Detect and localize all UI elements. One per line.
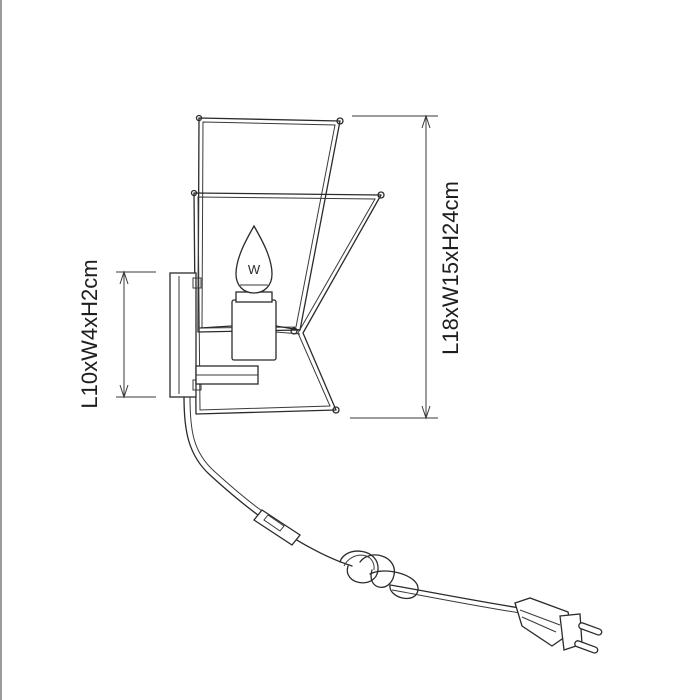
- bulb-wattage-label: W: [248, 262, 261, 277]
- shade-cross-bars: [199, 325, 301, 335]
- candle-bulb: [235, 224, 273, 294]
- power-cord: [183, 396, 521, 614]
- bulb-socket: [231, 291, 277, 361]
- euro-plug: [514, 597, 603, 654]
- shade-dimension-line: [350, 114, 438, 420]
- shade-dimension-label: L18xW15xH24cm: [438, 181, 463, 355]
- lamp-arm: [195, 365, 259, 385]
- backplate-dimension-label: L10xW4xH2cm: [77, 259, 102, 408]
- inline-switch: [253, 509, 301, 546]
- wall-backplate: [169, 272, 202, 398]
- cord-coil: [339, 550, 521, 614]
- backplate-dimension-line: [116, 270, 156, 399]
